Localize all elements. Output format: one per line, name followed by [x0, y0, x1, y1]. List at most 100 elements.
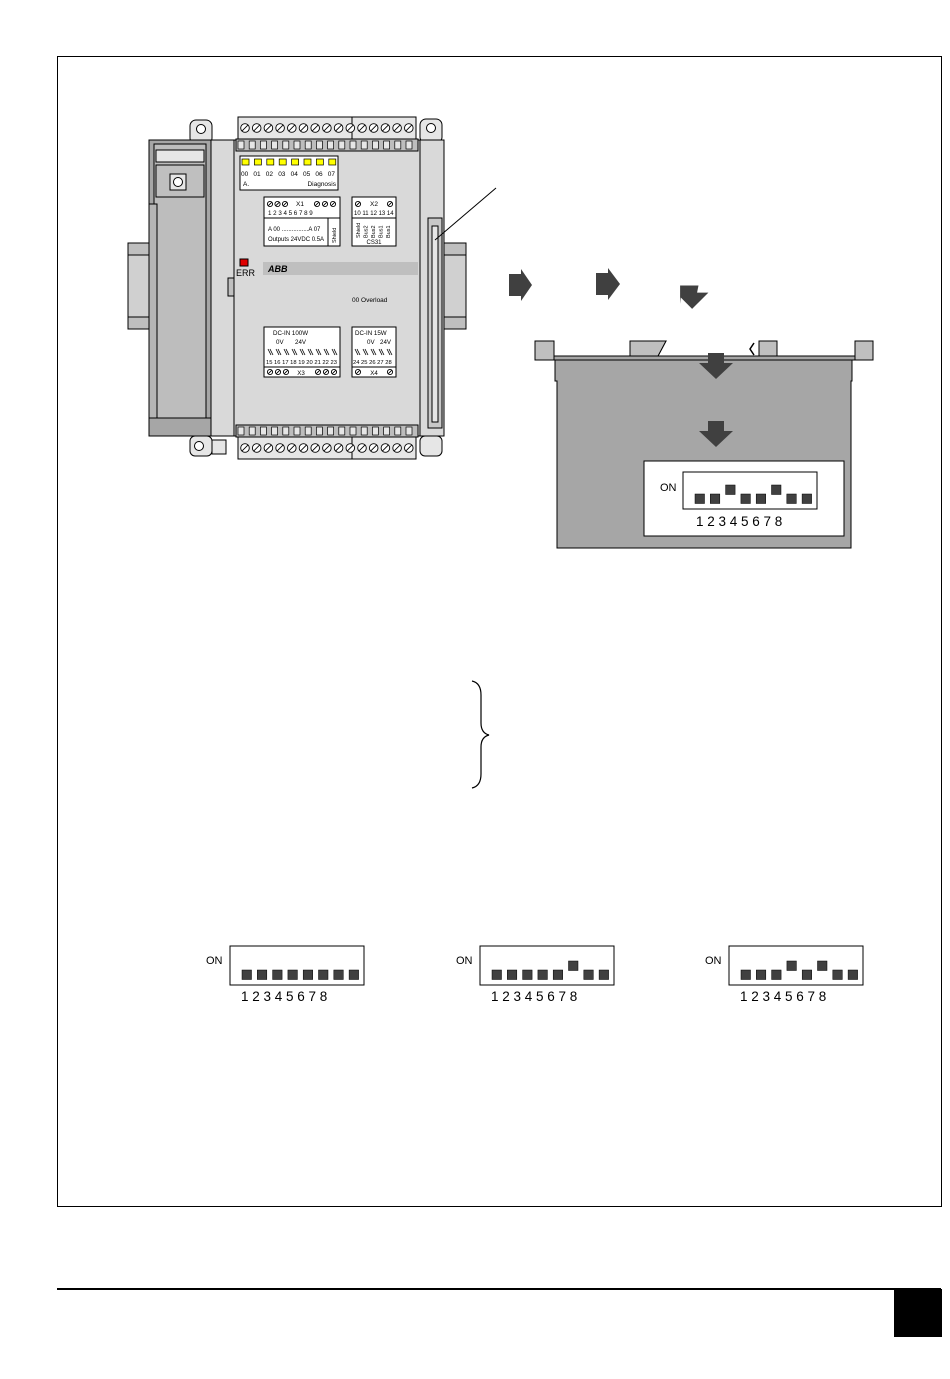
err-led: [239, 258, 249, 267]
status-led: [254, 158, 262, 166]
status-led: [303, 158, 312, 166]
dip-switch-toggle: [725, 484, 736, 495]
status-led: [278, 158, 287, 166]
curly-brace: [471, 680, 490, 789]
arrow-diagonal: [680, 285, 709, 309]
led-label: 02: [266, 171, 274, 178]
x2-numbers: 10 11 12 13 14: [354, 211, 394, 217]
led-sub-right: Diagnosis: [307, 181, 336, 188]
x4-numbers: 24 25 26 27 28: [353, 360, 392, 366]
dip-switch-toggle: [491, 969, 502, 980]
arrow-right-1: [509, 269, 532, 301]
led-label: 04: [291, 171, 299, 178]
status-led: [316, 158, 324, 166]
x2-pin-label: Shield: [356, 223, 362, 238]
dip-switch-toggle: [598, 969, 609, 980]
dip-numbers: 1 2 3 4 5 6 7 8: [740, 989, 826, 1004]
x2-bus: CS31: [366, 240, 382, 246]
dip-switch-toggle: [537, 969, 548, 980]
led-label: 01: [253, 171, 261, 178]
dip-switch-toggle: [318, 969, 329, 980]
dip-switch-toggle: [333, 969, 344, 980]
dip-switch-toggle: [740, 969, 751, 980]
x1-numbers: 1 2 3 4 5 6 7 8 9: [268, 210, 313, 217]
dip-switch-toggle: [755, 493, 766, 504]
status-led: [328, 158, 337, 166]
dip-switch-toggle: [583, 969, 594, 980]
dip-switch-example-3: ON 1 2 3 4 5 6 7 8: [705, 945, 864, 1004]
dip-switch-toggle: [771, 484, 782, 495]
led-label: 05: [303, 171, 311, 178]
dip-numbers: 1 2 3 4 5 6 7 8: [696, 514, 782, 529]
arrow-right-2: [596, 268, 620, 300]
dip-switch-toggle: [847, 969, 858, 980]
device-illustration: 00 01 02 03 04 05 06 07 A. Diagnosis X1 1 2 3 4…: [127, 116, 467, 460]
status-led: [241, 158, 250, 166]
dip-switch-toggle: [832, 969, 843, 980]
x2-pin-label: Bus1: [379, 225, 385, 238]
dip-switch-toggle: [786, 493, 797, 504]
dip-switch-toggle: [771, 969, 782, 980]
dip-switch-toggle: [801, 493, 812, 504]
dip-switch-toggle: [348, 969, 359, 980]
x3-voltage-24: 24V: [295, 339, 307, 346]
footer-rule: [57, 1288, 941, 1290]
x2-pin-label: Bus1: [386, 225, 392, 238]
dip-switch-toggle: [694, 493, 705, 504]
page-tab: [894, 1289, 942, 1337]
x2-pin-label: Bus2: [371, 225, 377, 238]
x4-voltage-0: 0V: [367, 339, 375, 346]
x2-title: X2: [370, 201, 378, 208]
arrow-down-1: [699, 353, 733, 379]
x3-header: DC-IN 100W: [273, 330, 308, 337]
dip-switch-toggle: [302, 969, 313, 980]
dip-switch-toggle: [710, 493, 721, 504]
dip-switch-toggle: [241, 969, 252, 980]
dip-on-label: ON: [206, 955, 223, 967]
figure-frame: [57, 56, 942, 1207]
dip-switch-toggle: [272, 969, 283, 980]
overload-label: 00 Overload: [352, 297, 388, 304]
dip-switch-toggle: [740, 493, 751, 504]
dip-switch-toggle: [801, 969, 812, 980]
x1-side: Shield: [332, 228, 338, 243]
led-label: 06: [315, 171, 323, 178]
dip-switch-detail: ON 1 2 3 4 5 6 7 8: [660, 471, 818, 529]
arrow-down-2: [699, 421, 733, 447]
x3-voltage-0: 0V: [276, 339, 284, 346]
x3-numbers: 15 16 17 18 19 20 21 22 23: [266, 360, 337, 366]
dip-switch-toggle: [552, 969, 563, 980]
dip-numbers: 1 2 3 4 5 6 7 8: [241, 989, 327, 1004]
dip-switch-toggle: [568, 960, 579, 971]
x4-voltage-24: 24V: [380, 339, 392, 346]
x2-pin-label: Bus2: [364, 225, 370, 238]
x4-header: DC-IN 15W: [355, 330, 387, 337]
led-label: 00: [241, 171, 249, 178]
dip-numbers: 1 2 3 4 5 6 7 8: [491, 989, 577, 1004]
dip-switch-toggle: [786, 960, 797, 971]
led-sub-left: A.: [243, 181, 249, 188]
brand-bar: [263, 262, 418, 275]
leader-line: [434, 187, 497, 241]
dip-switch-example-1: ON 1 2 3 4 5 6 7 8: [206, 945, 365, 1004]
dip-switch-toggle: [817, 960, 828, 971]
x1-range: A 00 ................A 07: [268, 227, 321, 233]
dip-on-label: ON: [456, 955, 473, 967]
brand-logo: ABB: [267, 264, 288, 274]
x1-outputs: Outputs 24VDC 0.5A: [268, 237, 324, 243]
dip-switch-toggle: [507, 969, 518, 980]
dip-switch-toggle: [257, 969, 268, 980]
x1-title: X1: [296, 201, 304, 208]
dip-on-label: ON: [705, 955, 722, 967]
x4-title: X4: [370, 370, 378, 377]
led-label: 03: [278, 171, 286, 178]
status-led: [291, 158, 299, 166]
dip-switch-example-2: ON 1 2 3 4 5 6 7 8: [456, 945, 615, 1004]
dip-on-label: ON: [660, 482, 677, 494]
dip-switch-toggle: [522, 969, 533, 980]
status-led: [266, 158, 275, 166]
dip-switch-toggle: [756, 969, 767, 980]
led-label: 07: [328, 171, 336, 178]
err-label: ERR: [236, 268, 256, 278]
